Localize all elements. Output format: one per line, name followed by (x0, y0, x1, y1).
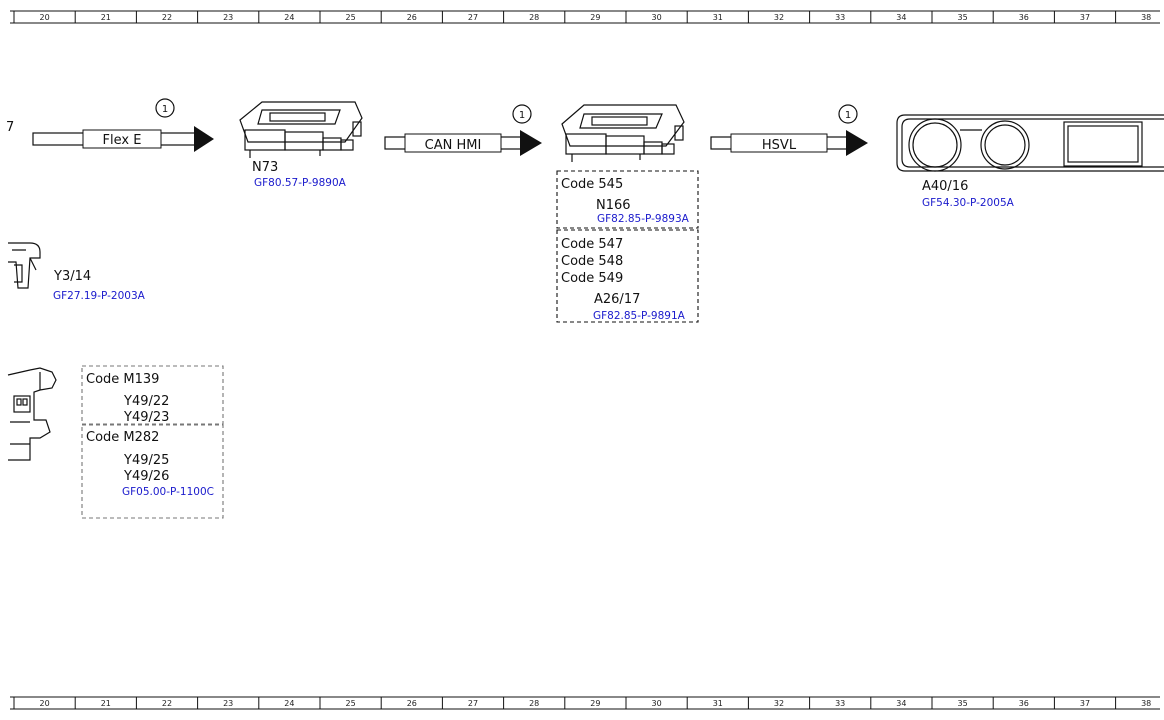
ruler-column-label: 30 (652, 699, 662, 708)
code-label: Code 548 (561, 254, 623, 269)
component-name-a40-16: A40/16 (922, 179, 968, 194)
ruler-column-label: 34 (896, 699, 906, 708)
ruler-column-label: 24 (284, 699, 294, 708)
ruler-column-label: 37 (1080, 13, 1090, 22)
component-name-a26-17: A26/17 (594, 292, 640, 307)
code-box-545: Code 545 N166 GF82.85-P-9893A (556, 170, 699, 229)
ruler-column-label: 27 (468, 13, 478, 22)
ruler-column-label: 29 (590, 699, 600, 708)
bus-label-flex-e: Flex E (103, 133, 142, 148)
ruler-column-label: 23 (223, 699, 233, 708)
ruler-column-label: 31 (713, 13, 723, 22)
ruler-column-label: 20 (40, 13, 50, 22)
ruler-column-label: 25 (346, 699, 356, 708)
ruler-column-label: 36 (1019, 699, 1029, 708)
code-label: Code M282 (86, 430, 159, 445)
code-box-m282: Code M282 Y49/25 Y49/26 GF05.00-P-1100C (81, 424, 224, 519)
ruler-column-label: 24 (284, 13, 294, 22)
ruler-column-label: 21 (101, 699, 111, 708)
ref-link-y49[interactable]: GF05.00-P-1100C (122, 486, 214, 498)
bus-can-hmi[interactable]: CAN HMI 1 (384, 104, 542, 156)
ruler-column-label: 20 (40, 699, 50, 708)
ruler-column-label: 29 (590, 13, 600, 22)
ruler-column-label: 33 (835, 13, 845, 22)
ruler-column-label: 28 (529, 699, 539, 708)
ref-link-y3-14[interactable]: GF27.19-P-2003A (53, 290, 146, 302)
ruler-column-label: 32 (774, 699, 784, 708)
ruler-column-label: 22 (162, 699, 172, 708)
valve-y3-14-icon[interactable] (8, 242, 41, 289)
code-label: Code M139 (86, 372, 159, 387)
partial-component-label: 7 (6, 120, 14, 135)
ruler-column-label: 36 (1019, 13, 1029, 22)
ruler-column-label: 32 (774, 13, 784, 22)
component-name-y3-14: Y3/14 (53, 269, 91, 284)
component-name-y49-26: Y49/26 (123, 469, 169, 484)
ref-link-n73[interactable]: GF80.57-P-9890A (254, 177, 347, 189)
ruler-column-label: 34 (896, 13, 906, 22)
ruler-column-label: 30 (652, 13, 662, 22)
ruler-column-label: 38 (1141, 13, 1151, 22)
ruler-column-label: 26 (407, 13, 417, 22)
ref-link-a40-16[interactable]: GF54.30-P-2005A (922, 197, 1015, 209)
ref-link-a26-17[interactable]: GF82.85-P-9891A (593, 310, 686, 322)
ruler-column-label: 35 (958, 13, 968, 22)
bus-flex-e[interactable]: Flex E 1 (32, 98, 214, 152)
ruler-column-label: 28 (529, 13, 539, 22)
code-label: Code 545 (561, 177, 623, 192)
bus-label-hsvl: HSVL (762, 138, 797, 153)
callout-number: 1 (519, 110, 525, 121)
callout-number: 1 (162, 104, 168, 115)
bottom-ruler: 20 21 22 23 24 25 26 27 28 29 30 31 32 33 34 35 36 37 38 (10, 696, 1160, 710)
ruler-column-label: 31 (713, 699, 723, 708)
actuator-y49-icon[interactable] (7, 367, 57, 461)
ruler-column-label: 22 (162, 13, 172, 22)
code-box-m139: Code M139 Y49/22 Y49/23 (81, 365, 224, 425)
code-label: Code 547 (561, 237, 623, 252)
ruler-column-label: 35 (958, 699, 968, 708)
module-n73-icon[interactable] (239, 101, 363, 158)
ruler-column-label: 26 (407, 699, 417, 708)
ruler-column-label: 25 (346, 13, 356, 22)
component-name-n73: N73 (252, 160, 278, 175)
component-name-n166: N166 (596, 198, 631, 213)
ruler-column-label: 37 (1080, 699, 1090, 708)
module-n166-icon[interactable] (561, 104, 685, 162)
bus-hsvl[interactable]: HSVL 1 (710, 104, 868, 156)
ruler-column-label: 27 (468, 699, 478, 708)
ruler-column-label: 38 (1141, 699, 1151, 708)
component-name-y49-22: Y49/22 (123, 394, 169, 409)
instrument-cluster-icon[interactable] (896, 114, 1164, 172)
bus-label-can-hmi: CAN HMI (425, 138, 482, 153)
ruler-column-label: 21 (101, 13, 111, 22)
component-name-y49-23: Y49/23 (123, 410, 169, 425)
callout-number: 1 (845, 110, 851, 121)
ruler-column-label: 33 (835, 699, 845, 708)
top-ruler: 20 21 22 23 24 25 26 27 28 29 30 31 32 33 34 35 36 37 38 (10, 10, 1160, 24)
component-name-y49-25: Y49/25 (123, 453, 169, 468)
code-label: Code 549 (561, 271, 623, 286)
ref-link-n166[interactable]: GF82.85-P-9893A (597, 213, 690, 225)
code-box-547: Code 547 Code 548 Code 549 A26/17 GF82.8… (556, 229, 699, 323)
ruler-column-label: 23 (223, 13, 233, 22)
